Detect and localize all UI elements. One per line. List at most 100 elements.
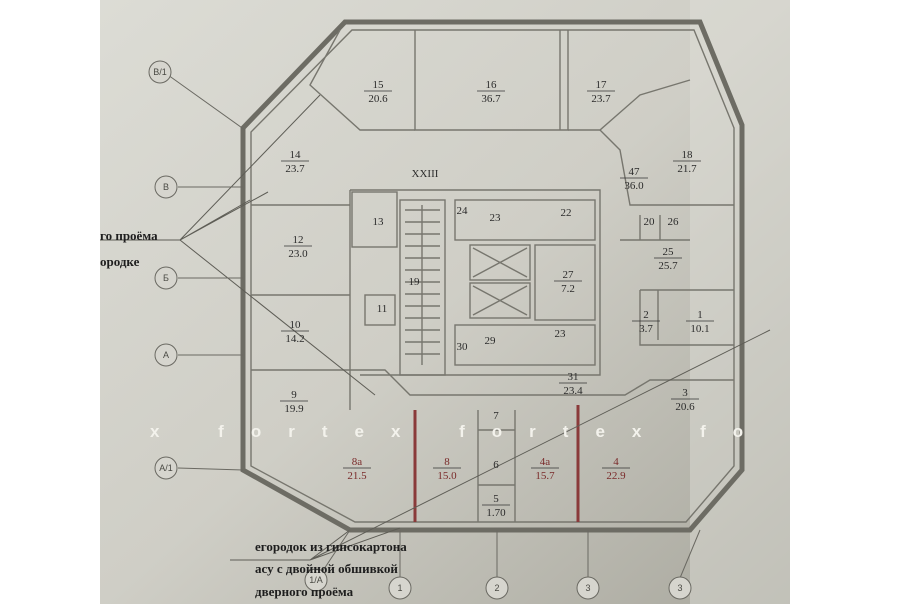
room-24: 24 xyxy=(457,205,469,217)
room-13: 13 xyxy=(373,216,385,228)
axis-label: Б xyxy=(163,273,169,283)
note-bottom-line3: дверного проёма xyxy=(255,584,354,599)
room-area: 23.4 xyxy=(563,385,583,397)
axis-circle xyxy=(154,456,178,480)
room-area: 23.7 xyxy=(285,163,305,175)
room-26: 26 xyxy=(668,216,680,228)
room-9: 919.9 xyxy=(280,389,308,415)
room-20: 20 xyxy=(644,216,656,228)
axis-label: 1 xyxy=(397,583,402,593)
room-number: 19 xyxy=(409,276,421,288)
room-number: 4 xyxy=(613,456,619,468)
room-number: 18 xyxy=(682,149,694,161)
axis-label: В xyxy=(163,182,169,192)
axis-label: А/1 xyxy=(159,463,173,473)
room-area: 10.1 xyxy=(690,323,709,335)
room-number: 16 xyxy=(486,79,498,91)
room-number: 12 xyxy=(293,234,304,246)
axis-circle xyxy=(576,576,600,600)
room-number: 31 xyxy=(568,371,579,383)
room-number: 8а xyxy=(352,456,363,468)
room-number: 27 xyxy=(563,269,575,281)
room-number: 20 xyxy=(644,216,656,228)
axis-label: А xyxy=(163,350,169,360)
room-area: 15.7 xyxy=(535,470,555,482)
axis-bubble: 1 xyxy=(388,576,412,600)
axis-circle xyxy=(154,266,178,290)
axis-bubble: 2 xyxy=(485,576,509,600)
room-29: 29 xyxy=(485,335,497,347)
room-number: 25 xyxy=(663,246,675,258)
room-11: 11 xyxy=(377,303,388,315)
axis-circle xyxy=(668,576,692,600)
drywall-partitions xyxy=(413,405,580,522)
axis-bubble: 3 xyxy=(576,576,600,600)
room-number: 11 xyxy=(377,303,388,315)
room-2: 23.7 xyxy=(632,309,660,335)
room-area: 19.9 xyxy=(284,403,304,415)
axis-label: 3 xyxy=(585,583,590,593)
axis-circle xyxy=(148,60,172,84)
room-number: 29 xyxy=(485,335,497,347)
room-3: 320.6 xyxy=(671,387,699,413)
room-25: 25 25.7 xyxy=(654,246,682,272)
axis-label: 1/А xyxy=(309,575,323,585)
room-5: 51.70 xyxy=(482,493,510,519)
axis-circle xyxy=(154,343,178,367)
axis-label: В/1 xyxy=(153,67,167,77)
room-area: 1.70 xyxy=(486,507,506,519)
axis-bubble: А/1 xyxy=(154,456,178,480)
room-area: 22.9 xyxy=(606,470,626,482)
room-8: 815.0 xyxy=(433,456,461,482)
axis-bubble: В xyxy=(154,175,178,199)
room-23: 23 xyxy=(555,328,567,340)
room-7: 7 xyxy=(493,410,499,422)
room-area: 14.2 xyxy=(285,333,304,345)
note-left-line1: го проёма xyxy=(100,228,158,243)
note-bottom-line1: егородок из гипсокартона xyxy=(255,539,407,554)
room-number: 23 xyxy=(555,328,567,340)
room-area: 21.5 xyxy=(347,470,367,482)
room-number: 6 xyxy=(493,459,499,471)
room-23: 23 xyxy=(490,212,502,224)
axis-label: 3 xyxy=(677,583,682,593)
section-label: XXIII xyxy=(412,168,439,180)
axis-circle xyxy=(485,576,509,600)
room-area: 15.0 xyxy=(437,470,457,482)
room-number: 26 xyxy=(668,216,680,228)
room-number: 24 xyxy=(457,205,469,217)
room-area: 36.7 xyxy=(481,93,501,105)
room-number: 8 xyxy=(444,456,450,468)
interior-walls xyxy=(251,29,734,522)
axis-bubble: А xyxy=(154,343,178,367)
note-bottom-line2: асу с двойной обшивкой xyxy=(255,561,398,576)
room-number: 9 xyxy=(291,389,297,401)
axis-bubble: 3 xyxy=(668,576,692,600)
axis-circle xyxy=(154,175,178,199)
room-19: 19 xyxy=(409,276,421,288)
room-27: 277.2 xyxy=(554,269,582,295)
room-area: 3.7 xyxy=(639,323,653,335)
axis-bubble: Б xyxy=(154,266,178,290)
room-area: 25.7 xyxy=(658,260,678,272)
room-number: 13 xyxy=(373,216,385,228)
room-area: 7.2 xyxy=(561,283,575,295)
room-6: 6 xyxy=(493,459,499,471)
inner-wall-line xyxy=(250,29,735,523)
room-area: 20.6 xyxy=(368,93,388,105)
room-number: 1 xyxy=(697,309,703,321)
room-4: 422.9 xyxy=(602,456,630,482)
room-30: 30 xyxy=(457,341,469,353)
room-number: 7 xyxy=(493,410,499,422)
room-number: 23 xyxy=(490,212,502,224)
room-number: 22 xyxy=(561,207,572,219)
